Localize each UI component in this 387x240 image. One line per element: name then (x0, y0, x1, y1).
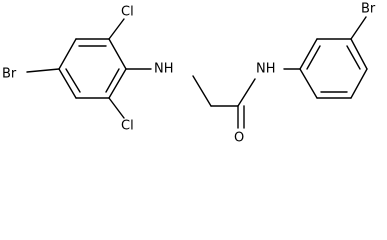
bond-carbonyl-nh (237, 78, 256, 107)
atom-nh-amide: NH (256, 62, 276, 77)
bond-c-br-right (350, 16, 367, 40)
left-benzene-ring (58, 38, 127, 99)
bond-ring-left-6-inner (105, 68, 120, 93)
bond-ring-right-4 (350, 68, 368, 99)
bond-ring-left-1 (108, 38, 127, 70)
atom-nh-amine: NH (154, 62, 174, 77)
bond-ring-left-4-inner (65, 68, 81, 93)
bond-ring-right-3-inner (346, 45, 361, 70)
bond-ring-right-3 (350, 38, 368, 70)
bond-c-br-left (26, 68, 60, 73)
bond-ring-right-1-inner (306, 45, 321, 70)
structure-diagram: Br Cl Cl NH NH O Br (2, 2, 376, 146)
bond-ring-right-1 (299, 38, 318, 70)
bond-nh-ch2 (192, 75, 212, 107)
bond-c-cl-bottom (108, 97, 125, 119)
atom-cl-top: Cl (121, 5, 134, 20)
bond-ring-left-3 (58, 38, 77, 70)
bond-ring-left-6 (108, 68, 127, 99)
right-benzene-ring (299, 38, 368, 99)
atom-oxygen: O (234, 131, 244, 146)
molecule-drawing: Br Cl Cl NH NH O Br (2, 2, 376, 146)
atom-br-left: Br (2, 67, 17, 82)
atom-cl-bottom: Cl (121, 119, 134, 134)
bond-ring-right-6 (299, 68, 318, 99)
bond-c-cl-top (108, 18, 125, 40)
bond-ring-left-4 (58, 68, 77, 99)
atom-br-right: Br (361, 2, 376, 17)
